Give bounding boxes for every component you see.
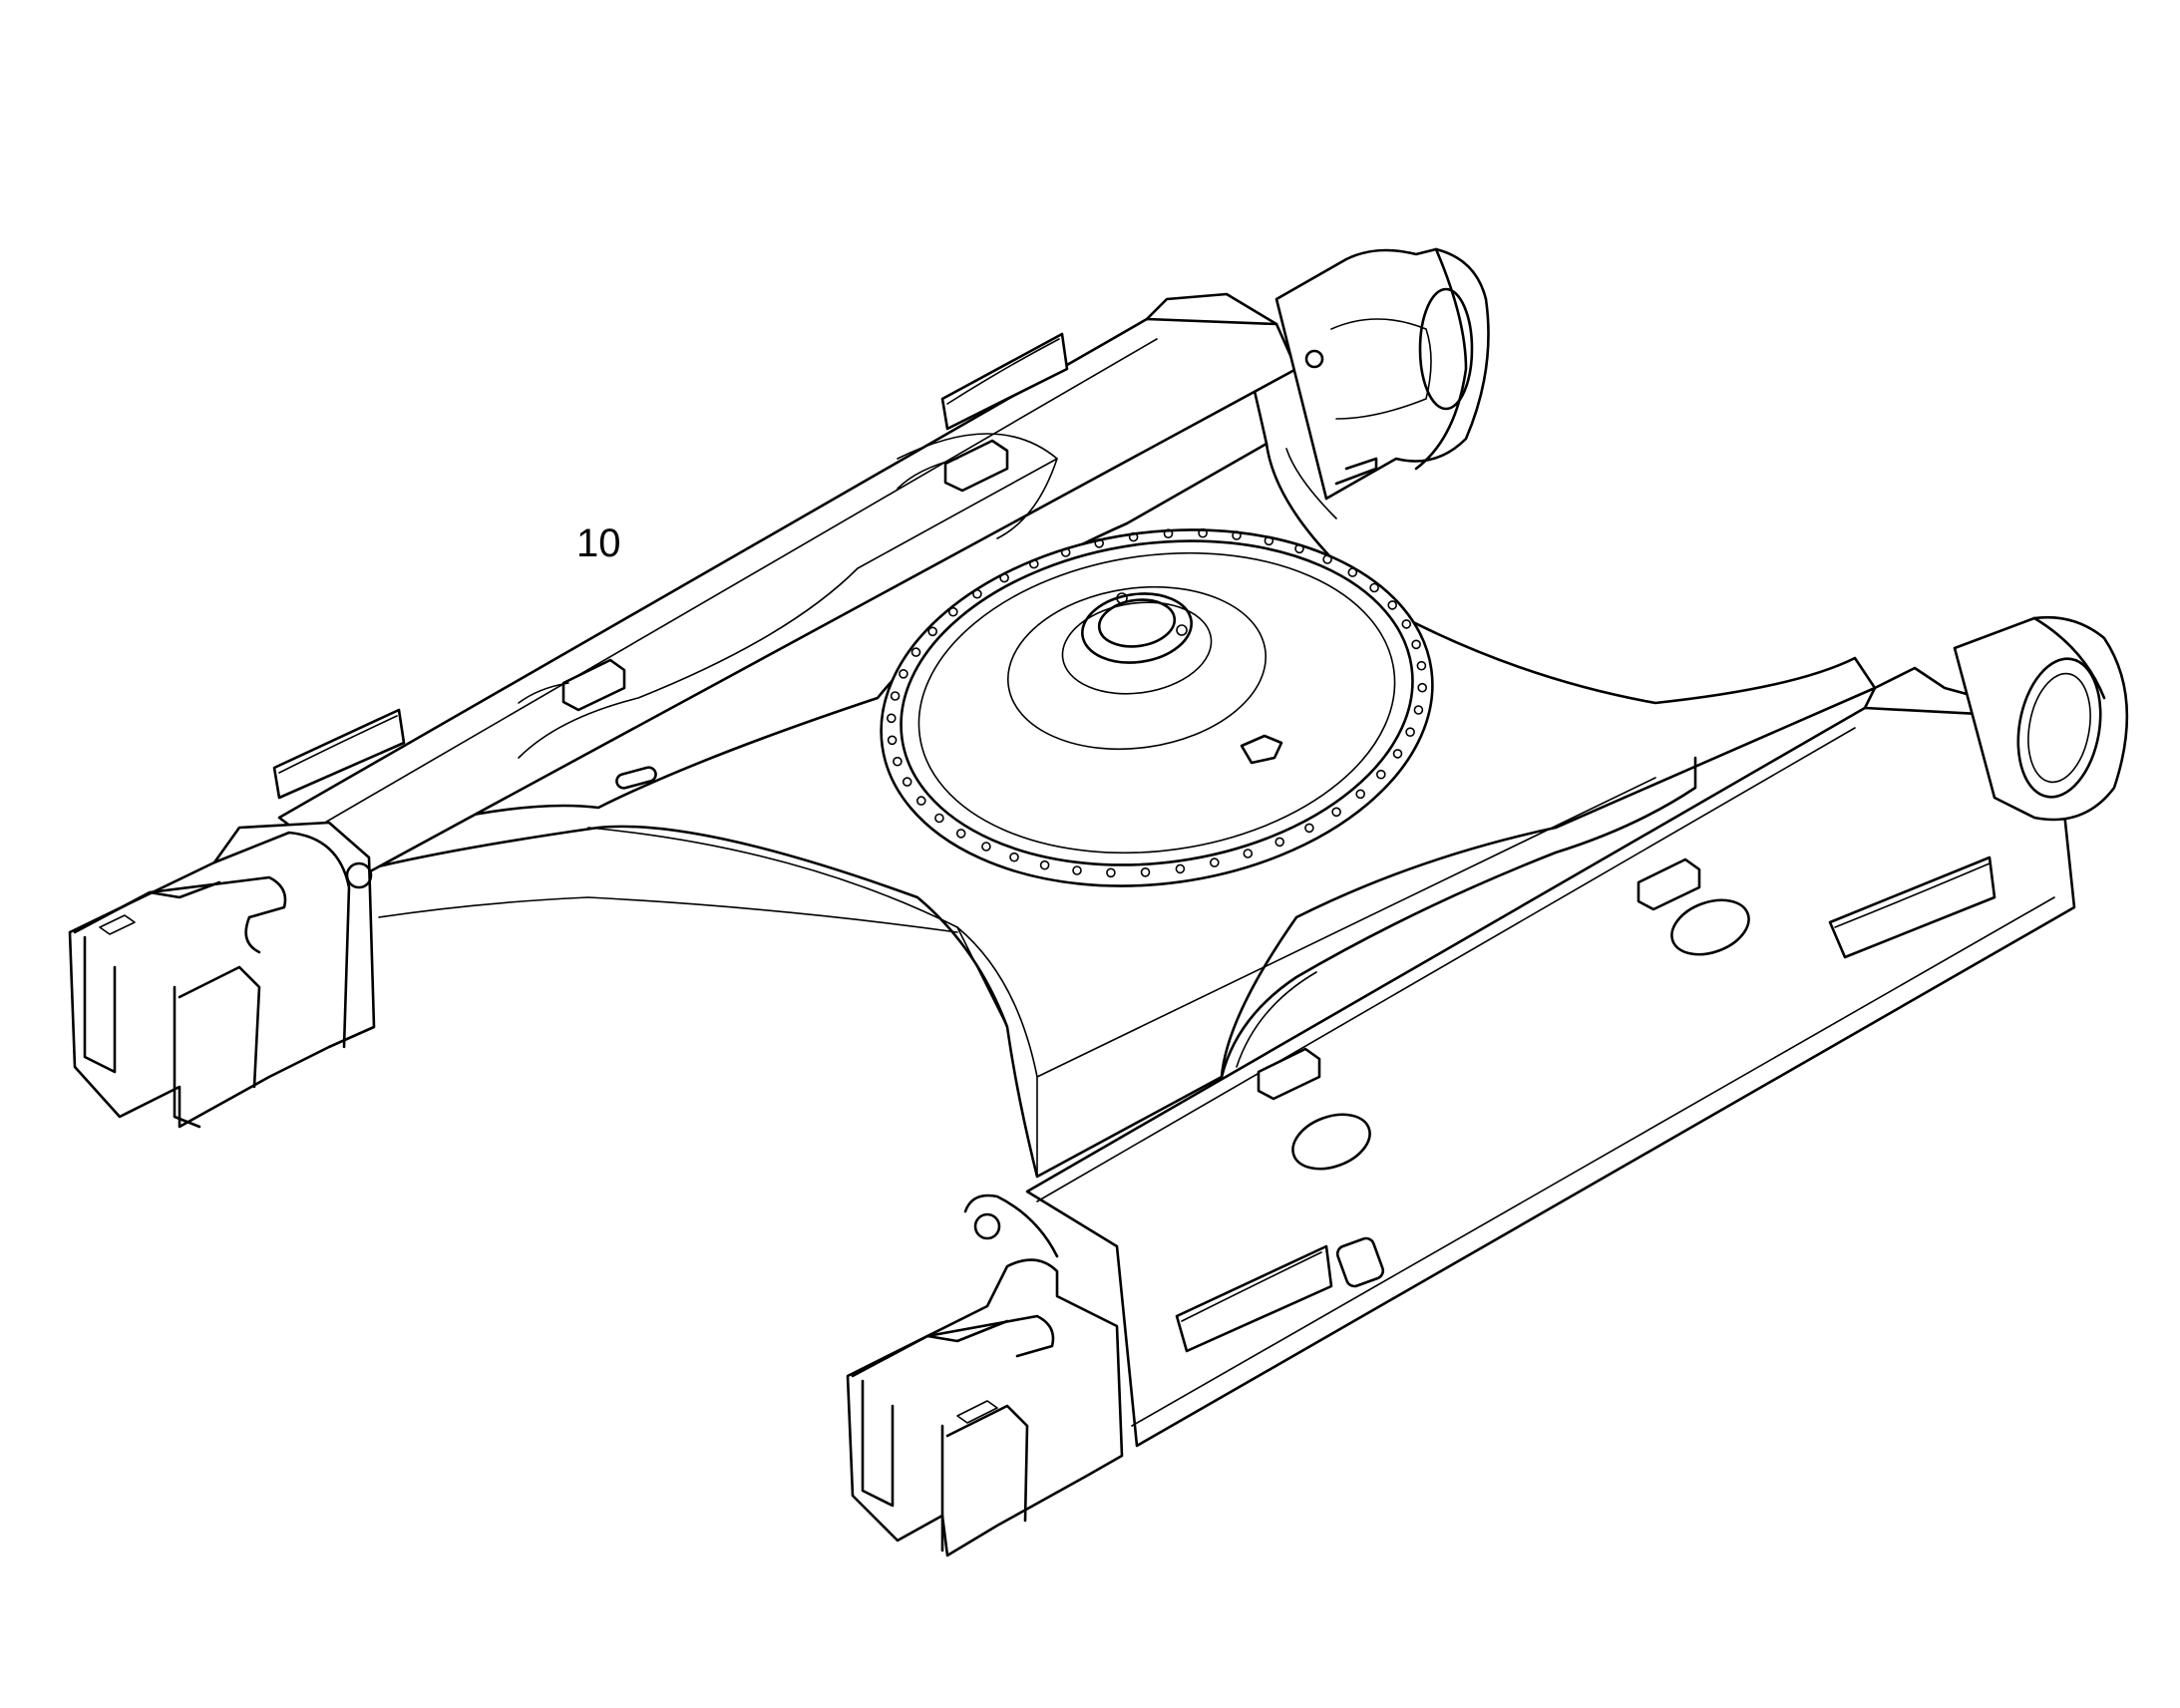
bolt-hole [1347, 567, 1358, 577]
bearing-bolt-holes [886, 527, 1427, 878]
bolt-hole [1331, 807, 1341, 818]
bolt-hole [1264, 535, 1274, 546]
bolt-hole [1416, 660, 1427, 671]
bolt-hole [955, 829, 966, 839]
bolt-hole [893, 756, 903, 767]
bolt-hole [972, 588, 982, 599]
bolt-hole [1094, 538, 1104, 548]
bolt-hole [902, 777, 912, 787]
swing-bearing [880, 527, 1434, 887]
bolt-hole [886, 713, 897, 724]
bolt-hole [1411, 639, 1421, 650]
bolt-hole [999, 572, 1009, 583]
bolt-hole [1060, 547, 1071, 557]
bolt-hole [1163, 528, 1174, 539]
bolt-hole [1274, 837, 1284, 848]
bolt-hole [1140, 866, 1151, 877]
bolt-hole [890, 691, 901, 701]
bolt-hole [1413, 705, 1424, 715]
bolt-hole [899, 668, 908, 679]
track-frame-left [68, 247, 1490, 1129]
bolt-hole [1405, 727, 1415, 738]
bolt-hole [887, 735, 898, 746]
bolt-hole [1128, 531, 1139, 542]
bolt-hole [1376, 769, 1386, 780]
bolt-hole [1322, 554, 1332, 564]
bolt-hole [1232, 530, 1242, 540]
bolt-hole [1401, 619, 1412, 629]
bolt-hole [1039, 859, 1050, 870]
bolt-hole [915, 796, 926, 806]
bolt-hole [927, 626, 938, 637]
callout-label-10: 10 [576, 521, 621, 565]
center-frame [372, 337, 1877, 1179]
bolt-hole [1175, 863, 1186, 874]
bolt-hole [1304, 823, 1314, 834]
bolt-hole [1198, 527, 1208, 538]
bolt-hole [1029, 558, 1039, 569]
bolt-hole [1243, 849, 1254, 858]
bolt-hole [981, 842, 991, 852]
bolt-hole [947, 606, 958, 617]
bolt-hole [1387, 600, 1397, 610]
track-frame-right [846, 615, 2129, 1557]
bolt-hole [1009, 852, 1019, 862]
bolt-hole [910, 647, 921, 657]
bolt-hole [1355, 789, 1365, 800]
bolt-hole [1369, 582, 1379, 593]
bolt-hole [1392, 749, 1403, 759]
bolt-hole [1106, 867, 1116, 878]
bolt-hole [1072, 865, 1082, 875]
bolt-hole [934, 813, 944, 824]
bolt-hole [1294, 543, 1304, 554]
bolt-hole [1210, 857, 1220, 867]
bolt-hole [1417, 682, 1427, 693]
